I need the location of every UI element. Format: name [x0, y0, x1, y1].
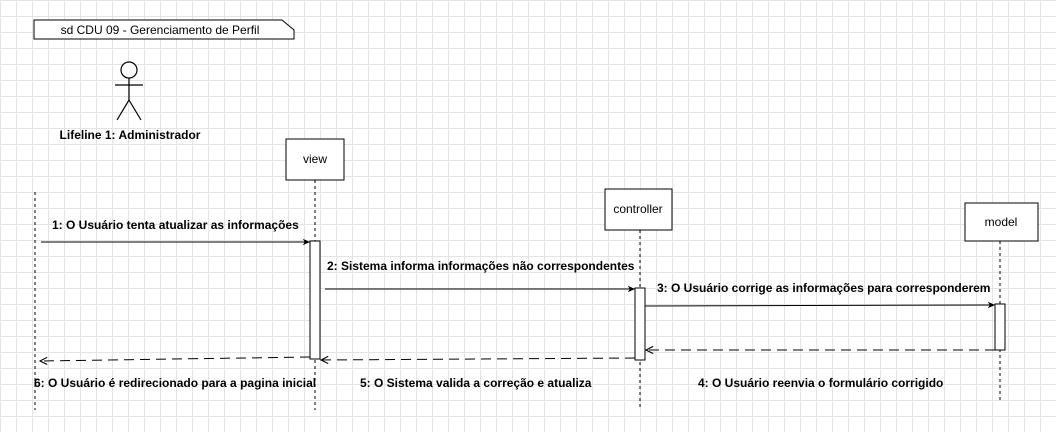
lifeline-controller-label: controller	[613, 202, 662, 216]
message-4-label: 4: O Usuário reenvia o formulário corrig…	[698, 376, 943, 390]
actor-leg-left	[116, 99, 130, 121]
activation-view	[309, 240, 321, 360]
lifeline-model[interactable]: model	[964, 202, 1039, 400]
message-2[interactable]: 2: Sistema informa informações não corre…	[325, 259, 635, 293]
lifeline-view-label: view	[303, 152, 327, 166]
actor-administrador[interactable]	[115, 61, 143, 121]
message-6[interactable]: 6: O Usuário é redirecionado para a pagi…	[34, 356, 316, 390]
message-6-label: 6: O Usuário é redirecionado para a pagi…	[34, 376, 316, 390]
activation-model	[994, 303, 1006, 351]
activation-controller	[634, 287, 646, 361]
actor-leg-right	[128, 99, 142, 121]
message-5[interactable]: 5: O Sistema valida a correção e atualiz…	[321, 358, 636, 390]
lifeline-model-label: model	[985, 215, 1018, 229]
message-2-label: 2: Sistema informa informações não corre…	[327, 259, 635, 273]
actor-label: Lifeline 1: Administrador	[60, 128, 201, 142]
message-3-label: 3: O Usuário corrige as informações para…	[657, 281, 990, 295]
message-4[interactable]: 4: O Usuário reenvia o formulário corrig…	[646, 350, 995, 390]
message-1-label: 1: O Usuário tenta atualizar as informaç…	[52, 218, 299, 232]
frame-title: sd CDU 09 - Gerenciamento de Perfil	[61, 23, 260, 37]
lifeline-view[interactable]: view	[285, 138, 345, 410]
lifeline-controller[interactable]: controller	[604, 188, 673, 410]
message-1[interactable]: 1: O Usuário tenta atualizar as informaç…	[41, 218, 310, 246]
message-5-label: 5: O Sistema valida a correção e atualiz…	[360, 376, 592, 390]
message-3[interactable]: 3: O Usuário corrige as informações para…	[644, 281, 996, 309]
frame-label[interactable]: sd CDU 09 - Gerenciamento de Perfil	[33, 19, 295, 40]
actor-head	[120, 61, 138, 79]
